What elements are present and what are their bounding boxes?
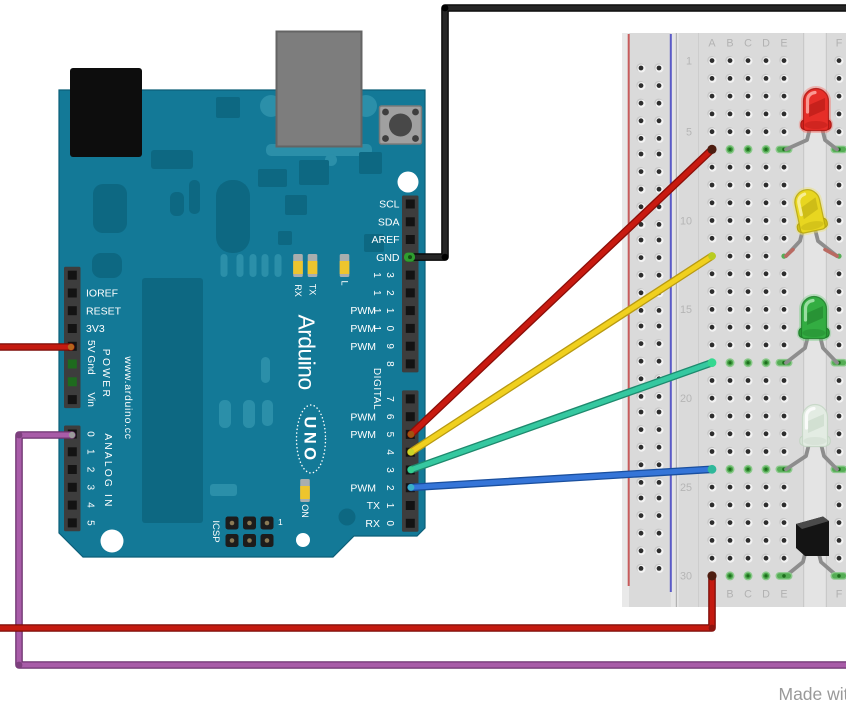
svg-text:5: 5 [686,127,692,139]
svg-text:1: 1 [384,308,395,314]
svg-text:IOREF: IOREF [86,288,118,300]
svg-text:15: 15 [680,304,692,316]
svg-text:F: F [836,589,843,601]
svg-text:A: A [708,38,716,50]
svg-text:PWM: PWM [350,341,376,353]
svg-text:ICSP: ICSP [210,520,221,542]
svg-text:5: 5 [384,432,395,438]
svg-text:Arduino: Arduino [294,314,320,389]
svg-text:1: 1 [371,326,382,332]
svg-text:RX: RX [293,284,303,297]
svg-text:1: 1 [85,449,96,455]
svg-text:25: 25 [680,482,692,494]
svg-text:1: 1 [384,503,395,509]
svg-text:D: D [762,589,770,601]
svg-text:PWM: PWM [350,411,376,423]
svg-text:0: 0 [85,431,96,437]
svg-text:2: 2 [384,290,395,296]
svg-text:RESET: RESET [86,305,122,317]
svg-text:PWM: PWM [350,429,376,441]
svg-text:GND: GND [376,252,400,264]
svg-text:UNO: UNO [301,416,319,463]
svg-text:PWM: PWM [350,482,376,494]
svg-text:C: C [744,38,752,50]
svg-text:www.arduino.cc: www.arduino.cc [122,355,134,439]
svg-text:RX: RX [365,518,380,530]
svg-text:AREF: AREF [371,234,399,246]
svg-text:DIGITAL: DIGITAL [371,368,382,410]
svg-text:C: C [744,589,752,601]
svg-text:4: 4 [85,502,96,508]
svg-text:3: 3 [384,272,395,278]
svg-text:3V3: 3V3 [86,323,105,335]
svg-text:1: 1 [371,308,382,314]
svg-text:5V: 5V [85,340,96,353]
svg-text:0: 0 [384,326,395,332]
svg-text:SDA: SDA [378,216,400,228]
svg-text:20: 20 [680,393,692,405]
svg-text:D: D [762,38,770,50]
svg-text:1: 1 [371,290,382,296]
svg-text:0: 0 [384,521,395,527]
svg-text:ON: ON [300,504,310,518]
svg-text:6: 6 [384,414,395,420]
svg-text:POWER: POWER [100,349,111,400]
svg-text:3: 3 [384,467,395,473]
svg-text:1: 1 [371,272,382,278]
svg-text:ANALOG IN: ANALOG IN [102,433,113,508]
svg-text:Made with Fritzing: Made with Fritzing [779,684,846,704]
svg-text:2: 2 [85,467,96,473]
svg-text:E: E [780,38,787,50]
svg-text:8: 8 [384,361,395,367]
svg-text:1: 1 [686,55,692,67]
svg-text:2: 2 [384,485,395,491]
svg-text:5: 5 [85,520,96,526]
svg-text:3: 3 [85,485,96,491]
svg-text:7: 7 [384,396,395,402]
svg-text:9: 9 [384,343,395,349]
svg-text:B: B [726,589,733,601]
svg-text:B: B [726,38,733,50]
svg-text:4: 4 [384,449,395,455]
svg-text:Gnd: Gnd [85,355,96,375]
svg-text:Vin: Vin [85,392,96,407]
svg-text:TX: TX [307,284,317,296]
svg-text:1: 1 [278,517,283,527]
svg-text:SCL: SCL [379,199,400,211]
svg-text:E: E [780,589,787,601]
svg-text:TX: TX [367,500,380,512]
svg-text:10: 10 [680,215,692,227]
svg-text:F: F [836,38,843,50]
svg-text:30: 30 [680,571,692,583]
svg-text:L: L [339,280,349,285]
